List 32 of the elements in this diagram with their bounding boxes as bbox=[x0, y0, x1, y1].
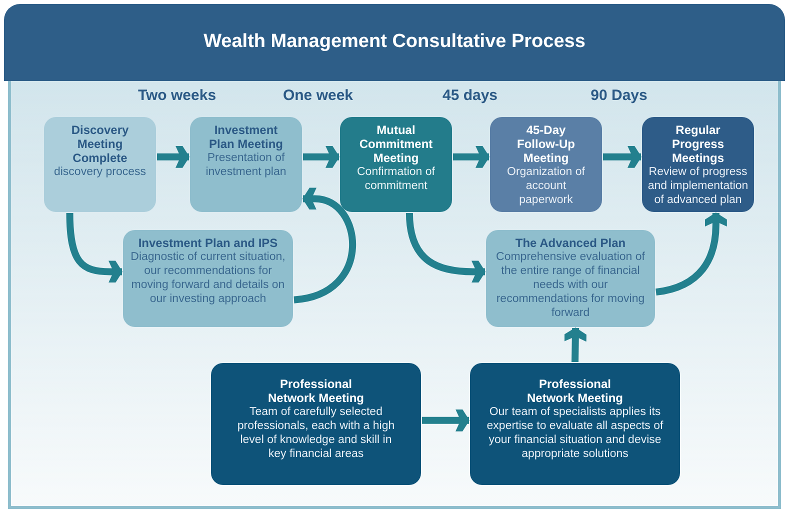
process-box bbox=[211, 363, 421, 485]
box-description: Presentation of investment plan bbox=[204, 151, 288, 179]
box-description: discovery process bbox=[52, 165, 148, 179]
box-heading: The Advanced Plan bbox=[514, 236, 627, 250]
process-box bbox=[470, 363, 680, 485]
box-heading: Mutual Commitment Meeting bbox=[358, 123, 434, 165]
box-description: Comprehensive evaluation of the entire range of financial needs with our recommendations for moving forward bbox=[495, 250, 646, 320]
box-heading: Investment Plan and IPS bbox=[137, 236, 279, 250]
process-box bbox=[123, 230, 293, 327]
box-heading: Professional Network Meeting bbox=[266, 377, 365, 405]
duration-label: 45 days bbox=[442, 86, 498, 106]
duration-label: 90 Days bbox=[590, 86, 648, 106]
box-description: Review of progress and implementation of advanced plan bbox=[646, 165, 750, 207]
duration-label: One week bbox=[282, 86, 354, 106]
duration-label: Two weeks bbox=[138, 86, 216, 106]
process-box bbox=[486, 230, 655, 327]
box-description: Organization of account paperwork bbox=[506, 165, 586, 207]
process-box bbox=[190, 117, 302, 212]
box-heading: 45-Day Follow-Up Meeting bbox=[516, 123, 576, 165]
process-box bbox=[642, 117, 754, 212]
box-description: Our team of specialists applies its expertise to evaluate all aspects of your financial situation and devise appropriate solutions bbox=[486, 405, 664, 461]
box-description: Team of carefully selected professionals, each with a high level of knowledge and skill in key financial areas bbox=[236, 405, 396, 461]
box-heading: Discovery Meeting Complete bbox=[70, 123, 130, 165]
box-heading: Investment Plan Meeting bbox=[208, 123, 284, 151]
box-description: Diagnostic of current situation, our recommendations for moving forward and details on our investing approach bbox=[130, 250, 286, 306]
process-box bbox=[490, 117, 602, 212]
process-box bbox=[44, 117, 156, 212]
process-box bbox=[340, 117, 452, 212]
box-description: Confirmation of commitment bbox=[356, 165, 436, 193]
box-heading: Professional Network Meeting bbox=[526, 377, 624, 405]
box-heading: Regular Progress Meetings bbox=[670, 123, 726, 165]
title: Wealth Management Consultative Process bbox=[204, 30, 586, 54]
